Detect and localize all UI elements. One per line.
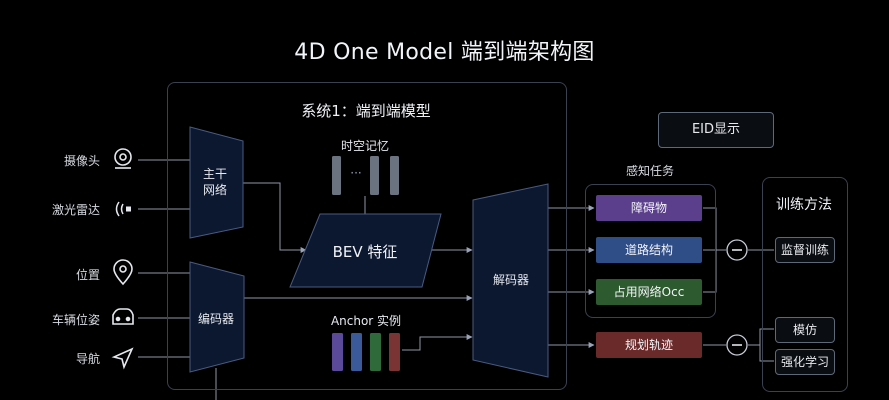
input-connectors: [138, 159, 190, 358]
training-supervised: 监督训练: [775, 237, 835, 263]
car-icon: [112, 308, 134, 325]
backbone-label: 主干 网络: [190, 166, 240, 198]
input-label-camera: 摄像头: [63, 154, 100, 168]
task-road-structure: 道路结构: [596, 237, 702, 263]
perception-panel: [585, 184, 716, 318]
training-panel: [762, 177, 848, 392]
perception-label: 感知任务: [625, 164, 674, 178]
task-planning-trajectory: 规划轨迹: [596, 332, 702, 358]
task-occupancy: 占用网络Occ: [596, 279, 702, 305]
backbone-label-line2: 网络: [202, 183, 227, 197]
bev-label: BEV 特征: [332, 243, 398, 261]
eid-display-box: EID显示: [658, 112, 774, 148]
minus-circles: [726, 239, 748, 356]
training-title: 训练方法: [776, 197, 832, 213]
encoder-shape: [189, 261, 245, 373]
input-label-navigation: 导航: [75, 352, 100, 366]
task-obstacle: 障碍物: [596, 195, 702, 221]
input-label-location: 位置: [75, 268, 100, 282]
bev-shape: [289, 213, 442, 288]
system1-panel: [167, 82, 567, 390]
memory-ellipsis: ···: [350, 166, 362, 180]
training-reinforcement: 强化学习: [775, 349, 835, 375]
anchor-to-decoder-connector: [402, 334, 473, 351]
backbone-to-bev-connector: [243, 182, 307, 253]
anchor-label: Anchor 实例: [330, 314, 402, 328]
decoder-output-connectors: [548, 205, 595, 348]
backbone-label-line1: 主干: [202, 167, 227, 181]
memory-bars: [332, 156, 399, 195]
backbone-shape: [189, 126, 244, 239]
decoder-shape: [472, 183, 549, 378]
training-connectors: [703, 207, 774, 362]
lidar-icon: [115, 201, 131, 217]
training-imitation: 模仿: [775, 317, 835, 343]
memory-label: 时空记忆: [340, 139, 389, 153]
input-label-vehicle-pose: 车辆位姿: [51, 313, 100, 327]
location-pin-icon: [113, 259, 133, 286]
page-title: 4D One Model 端到端架构图: [294, 40, 595, 65]
anchor-bars: [332, 333, 400, 371]
navigation-arrow-icon: [111, 347, 134, 370]
encoder-label: 编码器: [197, 312, 234, 326]
camera-icon: [114, 148, 132, 169]
input-label-lidar: 激光雷达: [51, 203, 100, 217]
system1-title: 系统1：端到端模型: [301, 102, 431, 120]
decoder-label: 解码器: [492, 273, 529, 287]
